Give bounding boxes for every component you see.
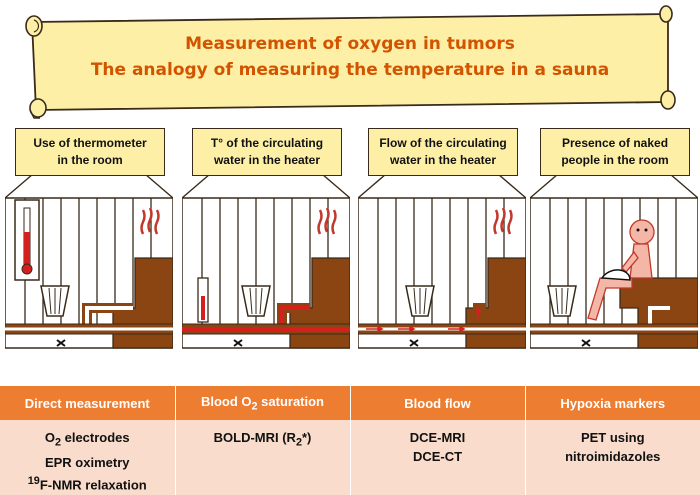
cell-text: *) (301, 430, 312, 445)
cell-blood-o2-saturation: BOLD-MRI (R2*) (175, 420, 351, 495)
panel-label-box: Use of thermometer in the room (15, 128, 165, 176)
panel-label-line1: T° of the circulating (210, 136, 324, 150)
sauna-panel-thermometer: Use of thermometer in the room (5, 128, 173, 368)
header-blood-flow: Blood flow (350, 386, 526, 420)
panel-label-box: Flow of the circulating water in the heat… (368, 128, 518, 176)
panel-label-line2: people in the room (561, 153, 669, 167)
panel-label-line2: in the room (57, 153, 123, 167)
table-row: O2 electrodes EPR oximetry 19F-NMR relax… (0, 420, 700, 495)
header-c2-pre: Blood O (200, 393, 252, 409)
cell-hypoxia-markers: PET using nitroimidazoles (525, 420, 700, 495)
cell-dce-mri: DCE-MRI (409, 430, 466, 445)
panel-label-line2: water in the heater (389, 153, 497, 167)
cell-blood-flow: DCE-MRI DCE-CT (350, 420, 526, 495)
sauna-person-illustration (530, 128, 698, 349)
cell-bold-mri: BOLD-MRI (R2*) (177, 428, 349, 453)
sauna-thermometer-illustration (5, 128, 173, 349)
cell-text: BOLD-MRI (R (213, 430, 296, 445)
sauna-panel-water-temperature: T° of the circulating water in the heater (182, 128, 350, 368)
cell-f-nmr-relaxation: 19F-NMR relaxation (1, 472, 174, 494)
header-c2-post: saturation (257, 393, 325, 409)
cell-text: O (44, 430, 55, 445)
header-blood-o2-saturation: Blood O2 saturation (175, 386, 351, 420)
measurement-methods-table: Direct measurement Blood O2 saturation B… (0, 386, 700, 495)
table-header-row: Direct measurement Blood O2 saturation B… (0, 386, 700, 420)
cell-o2-electrodes: O2 electrodes (1, 428, 174, 453)
header-direct-measurement: Direct measurement (0, 386, 176, 420)
panel-label-line1: Presence of naked (561, 136, 669, 150)
banner-title-line1: Measurement of oxygen in tumors (185, 34, 515, 54)
cell-dce-ct: DCE-CT (412, 449, 463, 464)
cell-epr-oximetry: EPR oximetry (44, 454, 130, 470)
panel-label-box: T° of the circulating water in the heater (192, 128, 342, 176)
cell-text: F-NMR relaxation (39, 476, 147, 492)
panel-label-line1: Use of thermometer (33, 136, 147, 150)
sauna-panel-naked-people: Presence of naked people in the room (530, 128, 698, 368)
cell-pet-using: PET using (580, 430, 645, 445)
cell-sup: 19 (27, 474, 40, 487)
cell-nitroimidazoles: nitroimidazoles (565, 449, 661, 464)
header-c2-sub: 2 (251, 400, 258, 413)
cell-sub: 2 (295, 436, 302, 449)
cell-sub: 2 (54, 436, 61, 449)
header-hypoxia-markers: Hypoxia markers (525, 386, 700, 420)
sauna-heater-flow-illustration (358, 128, 526, 349)
cell-text: electrodes (61, 430, 130, 445)
cell-direct-measurement: O2 electrodes EPR oximetry 19F-NMR relax… (0, 420, 176, 495)
banner-title-line2: The analogy of measuring the temperature… (90, 60, 610, 80)
panel-label-box: Presence of naked people in the room (540, 128, 690, 176)
panel-label-line2: water in the heater (213, 153, 320, 167)
scroll-banner (25, 5, 676, 119)
panel-label-line1: Flow of the circulating (379, 136, 507, 150)
sauna-heater-temperature-illustration (182, 128, 350, 349)
sauna-panel-water-flow: Flow of the circulating water in the heat… (358, 128, 526, 368)
